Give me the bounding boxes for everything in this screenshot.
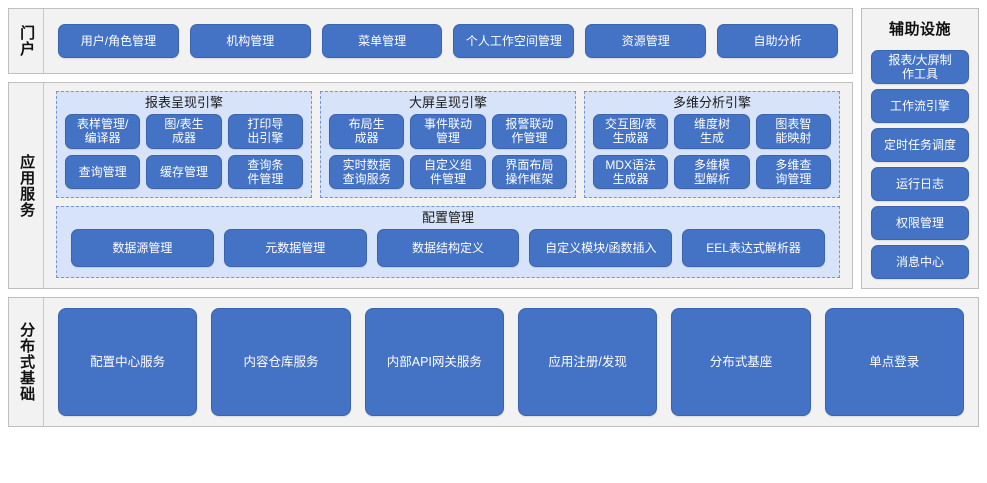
multidimensional-analysis-engine-title: 多维分析引擎	[672, 95, 751, 110]
portal-item-organization-management[interactable]: 机构管理	[189, 24, 311, 58]
engines-row: 报表呈现引擎 表样管理/ 编译器 图/表生 成器 打印导 出引擎 查询管理 缓存…	[56, 91, 840, 198]
aux-item-report-dashboard-authoring-tool[interactable]: 报表/大屏制 作工具	[871, 50, 969, 85]
multidim-item-dimension-tree-generation[interactable]: 维度树 生成	[674, 114, 750, 149]
aux-item-runtime-log[interactable]: 运行日志	[871, 167, 969, 202]
upper-region: 门户 用户/角色管理 机构管理 菜单管理 个人工作空间管理 资源管理 自助分析 …	[8, 8, 979, 290]
portal-item-user-role-management[interactable]: 用户/角色管理	[58, 24, 179, 58]
configuration-management-grid: 数据源管理 元数据管理 数据结构定义 自定义模块/函数插入 EEL表达式解析器	[57, 229, 839, 277]
application-services-section-label: 应用服务	[9, 83, 44, 289]
distributed-foundation-button-row: 配置中心服务 内容仓库服务 内部API网关服务 应用注册/发现 分布式基座 单点…	[44, 298, 978, 426]
aux-item-permission-management[interactable]: 权限管理	[871, 206, 969, 241]
largescreen-item-realtime-data-query-service[interactable]: 实时数据 查询服务	[329, 154, 405, 189]
dist-item-application-registration-discovery[interactable]: 应用注册/发现	[517, 308, 658, 417]
dist-item-configuration-center-service[interactable]: 配置中心服务	[58, 308, 198, 417]
multidimensional-analysis-engine-panel: 多维分析引擎 交互图/表 生成器 维度树 生成 图表智 能映射 MDX语法 生成…	[584, 91, 840, 198]
dist-item-content-repository-service[interactable]: 内容仓库服务	[211, 308, 351, 417]
aux-item-scheduled-task-scheduling[interactable]: 定时任务调度	[871, 128, 969, 163]
dist-item-distributed-base[interactable]: 分布式基座	[671, 308, 811, 417]
portal-button-row: 用户/角色管理 机构管理 菜单管理 个人工作空间管理 资源管理 自助分析	[44, 9, 852, 73]
auxiliary-facilities-list: 报表/大屏制 作工具 工作流引擎 定时任务调度 运行日志 权限管理 消息中心	[871, 50, 969, 280]
report-item-chart-table-generator[interactable]: 图/表生 成器	[146, 114, 222, 149]
report-rendering-engine-panel: 报表呈现引擎 表样管理/ 编译器 图/表生 成器 打印导 出引擎 查询管理 缓存…	[56, 91, 312, 198]
largescreen-item-layout-generator[interactable]: 布局生 成器	[329, 114, 405, 149]
large-screen-rendering-engine-panel: 大屏呈现引擎 布局生 成器 事件联动 管理 报警联动 作管理 实时数据 查询服务…	[320, 91, 576, 198]
distributed-foundation-section-label: 分布式基础	[9, 298, 44, 427]
multidim-item-chart-smart-mapping[interactable]: 图表智 能映射	[755, 114, 831, 149]
portal-item-menu-management[interactable]: 菜单管理	[321, 24, 443, 58]
multidim-item-multidimensional-model-parsing[interactable]: 多维模 型解析	[674, 154, 750, 189]
configuration-management-panel: 配置管理 数据源管理 元数据管理 数据结构定义 自定义模块/函数插入 EEL表达…	[56, 205, 840, 279]
auxiliary-facilities-title: 辅助设施	[888, 21, 951, 38]
large-screen-rendering-engine-title: 大屏呈现引擎	[408, 95, 487, 110]
multidim-item-mdx-syntax-generator[interactable]: MDX语法 生成器	[593, 154, 669, 189]
config-item-custom-module-function-insertion[interactable]: 自定义模块/函数插入	[529, 229, 673, 268]
largescreen-item-event-linkage-management[interactable]: 事件联动 管理	[410, 114, 486, 149]
config-item-metadata-management[interactable]: 元数据管理	[223, 229, 367, 268]
report-item-print-export-engine[interactable]: 打印导 出引擎	[227, 114, 303, 149]
main-column: 门户 用户/角色管理 机构管理 菜单管理 个人工作空间管理 资源管理 自助分析 …	[8, 8, 853, 290]
config-item-eel-expression-parser[interactable]: EEL表达式解析器	[682, 229, 825, 268]
largescreen-item-ui-layout-operation-framework[interactable]: 界面布局 操作框架	[491, 154, 567, 189]
dist-item-internal-api-gateway-service[interactable]: 内部API网关服务	[364, 308, 504, 417]
report-rendering-engine-grid: 表样管理/ 编译器 图/表生 成器 打印导 出引擎 查询管理 缓存管理 查询条 …	[57, 114, 311, 197]
application-services-body: 报表呈现引擎 表样管理/ 编译器 图/表生 成器 打印导 出引擎 查询管理 缓存…	[44, 83, 852, 288]
config-item-datasource-management[interactable]: 数据源管理	[71, 229, 214, 268]
report-rendering-engine-title: 报表呈现引擎	[144, 95, 223, 110]
multidim-item-interactive-chart-table-generator[interactable]: 交互图/表 生成器	[593, 114, 669, 149]
auxiliary-facilities-section: 辅助设施 报表/大屏制 作工具 工作流引擎 定时任务调度 运行日志 权限管理 消…	[861, 8, 979, 290]
aux-item-workflow-engine[interactable]: 工作流引擎	[871, 89, 969, 124]
largescreen-item-custom-component-management[interactable]: 自定义组 件管理	[410, 154, 486, 189]
report-item-query-management[interactable]: 查询管理	[65, 154, 141, 189]
report-item-cache-management[interactable]: 缓存管理	[146, 154, 222, 189]
configuration-management-title: 配置管理	[421, 209, 474, 225]
portal-section-label: 门户	[9, 9, 44, 73]
portal-section: 门户 用户/角色管理 机构管理 菜单管理 个人工作空间管理 资源管理 自助分析	[8, 8, 853, 74]
multidimensional-analysis-engine-grid: 交互图/表 生成器 维度树 生成 图表智 能映射 MDX语法 生成器 多维模 型…	[585, 114, 839, 197]
portal-item-personal-workspace-management[interactable]: 个人工作空间管理	[453, 24, 575, 58]
large-screen-rendering-engine-grid: 布局生 成器 事件联动 管理 报警联动 作管理 实时数据 查询服务 自定义组 件…	[321, 114, 575, 197]
portal-item-self-service-analysis[interactable]: 自助分析	[717, 24, 838, 58]
multidim-item-multidimensional-query-management[interactable]: 多维查 询管理	[755, 154, 831, 189]
report-item-template-management-compiler[interactable]: 表样管理/ 编译器	[65, 114, 141, 149]
largescreen-item-alarm-linkage-action-management[interactable]: 报警联动 作管理	[491, 114, 567, 149]
report-item-query-condition-management[interactable]: 查询条 件管理	[227, 154, 303, 189]
dist-item-single-sign-on[interactable]: 单点登录	[824, 308, 964, 417]
distributed-foundation-section: 分布式基础 配置中心服务 内容仓库服务 内部API网关服务 应用注册/发现 分布…	[8, 297, 979, 428]
application-services-section: 应用服务 报表呈现引擎 表样管理/ 编译器 图/表生 成器 打印导 出引擎 查询…	[8, 82, 853, 290]
portal-item-resource-management[interactable]: 资源管理	[585, 24, 707, 58]
config-item-data-structure-definition[interactable]: 数据结构定义	[376, 229, 520, 268]
aux-item-message-center[interactable]: 消息中心	[871, 245, 969, 280]
